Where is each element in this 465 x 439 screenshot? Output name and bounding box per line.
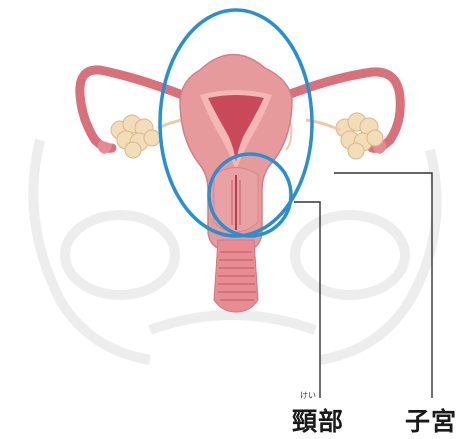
uterus-label: 子宮 [405,402,457,438]
cervix-label: 頸部 [292,402,344,438]
cervix-ruby-reading: けい [300,390,316,401]
left-ovary [111,115,160,158]
uterus [180,54,292,312]
